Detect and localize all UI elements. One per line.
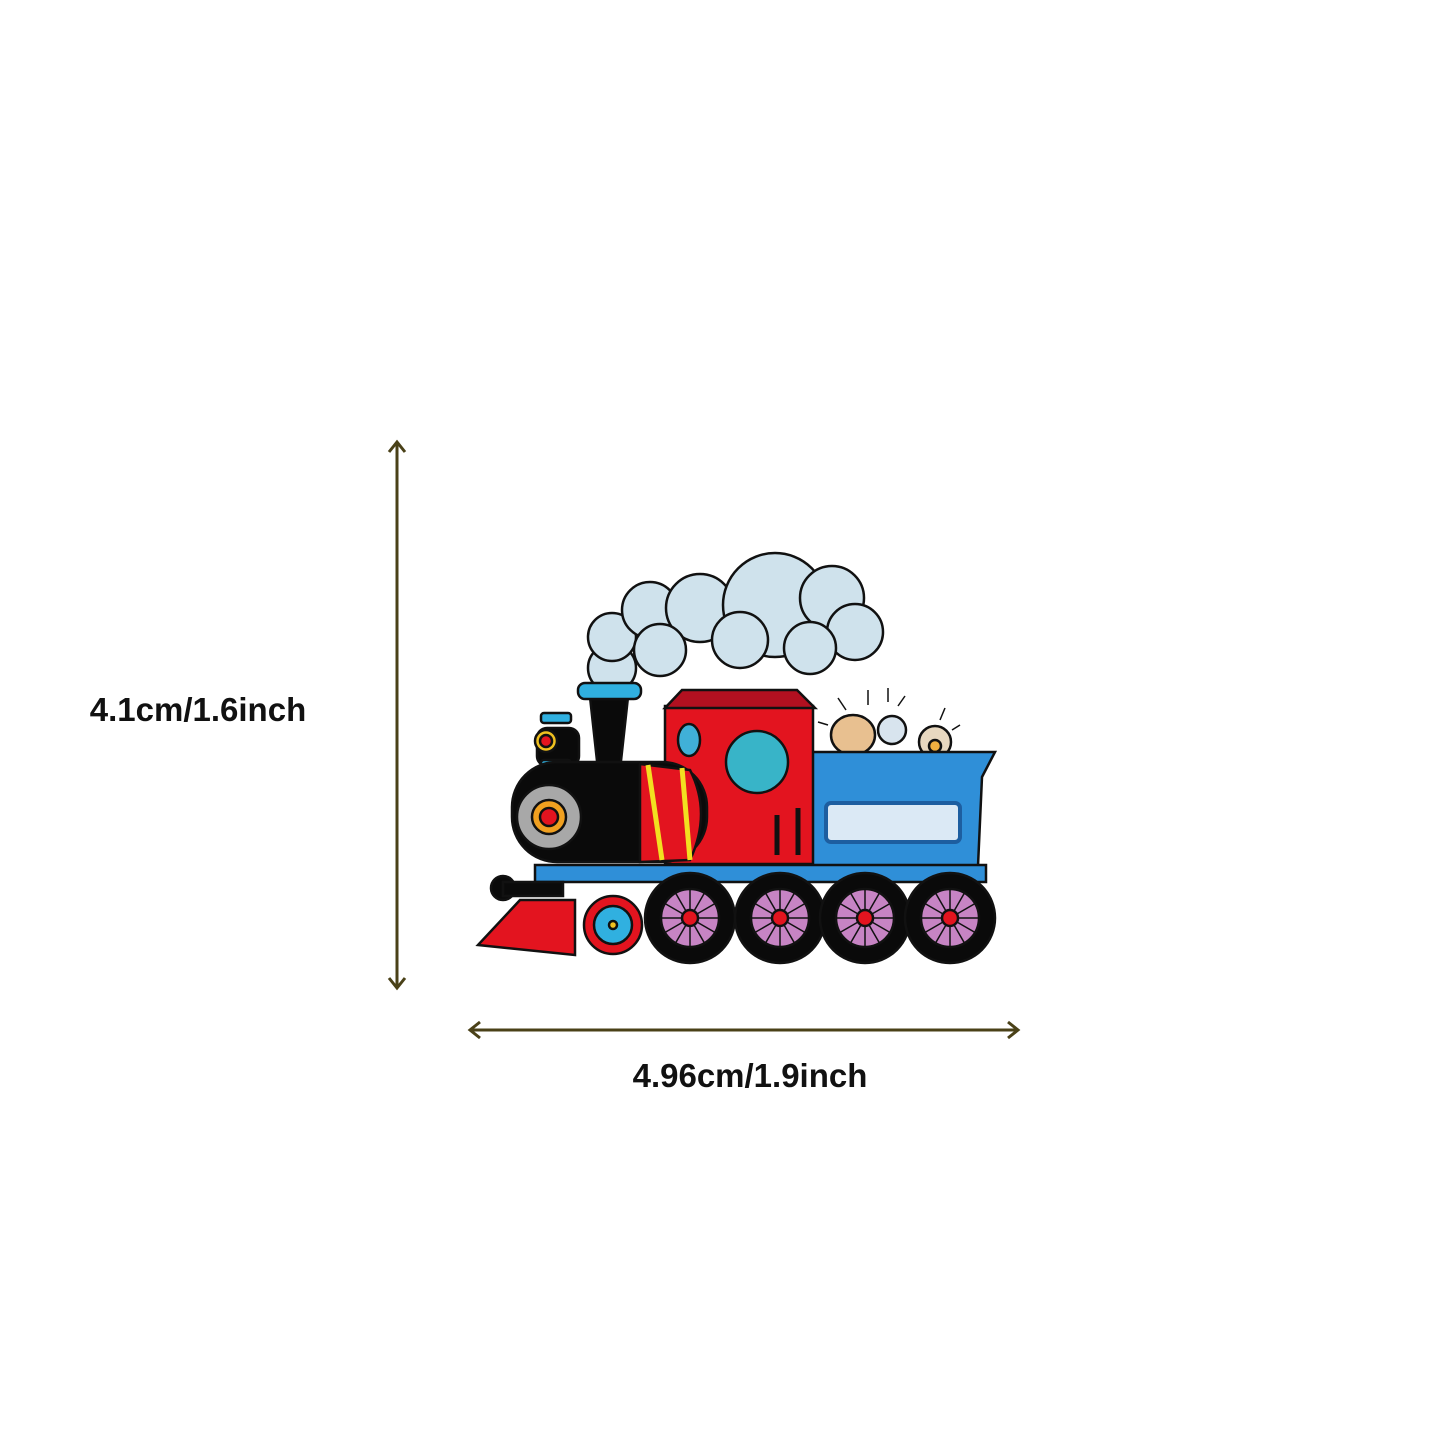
drive-wheels	[643, 871, 997, 965]
wheel	[643, 871, 737, 965]
boiler	[510, 760, 709, 864]
cargo	[817, 688, 961, 760]
front-wheel	[582, 894, 644, 956]
wheel	[818, 871, 912, 965]
width-dimension-arrow	[467, 1020, 1021, 1040]
train-illustration	[475, 551, 998, 965]
chimney	[576, 681, 643, 772]
wheel	[733, 871, 827, 965]
width-label: 4.96cm/1.9inch	[632, 1057, 868, 1094]
wheel	[903, 871, 997, 965]
height-dimension-arrow	[387, 439, 407, 991]
height-label: 4.1cm/1.6inch	[89, 691, 307, 728]
cowcatcher	[475, 874, 577, 957]
smoke-cloud	[586, 551, 885, 694]
tender-car	[806, 750, 998, 868]
